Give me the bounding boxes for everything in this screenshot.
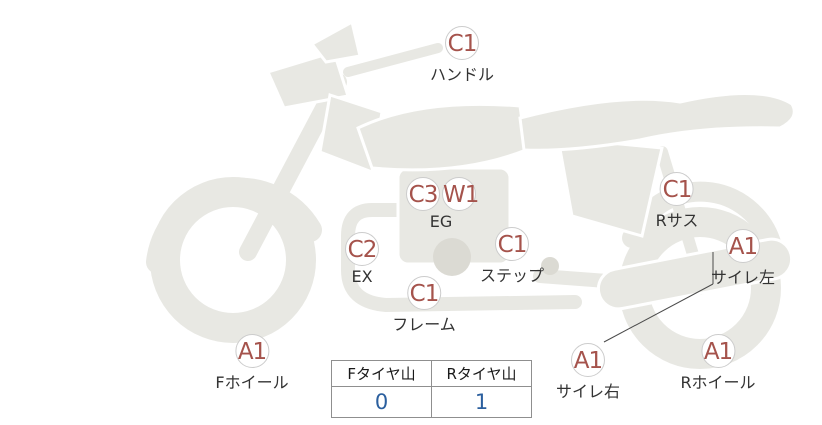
grade-badge-handle: C1 bbox=[444, 26, 479, 60]
grade-badge-exhaust: C2 bbox=[345, 232, 379, 266]
mirror-shape bbox=[309, 19, 362, 64]
grade-point-exhaust: C2 EX bbox=[345, 232, 379, 286]
grade-label-rear-suspension: Rサス bbox=[655, 211, 699, 230]
grade-badge-silencer-right: A1 bbox=[570, 343, 605, 377]
grade-label-step: ステップ bbox=[479, 266, 545, 285]
grade-badge-frame: C1 bbox=[407, 276, 441, 310]
grade-point-engine: C3 W1 EG bbox=[406, 177, 479, 231]
side-panel-shape bbox=[556, 136, 664, 238]
front-fork-shape bbox=[239, 73, 347, 261]
grade-label-front-wheel: Fホイール bbox=[215, 373, 289, 392]
seat-shape bbox=[518, 91, 796, 152]
headlight-shape bbox=[265, 50, 350, 110]
grade-badge-rear-suspension: C1 bbox=[660, 172, 694, 206]
grade-badge-silencer-left: A1 bbox=[725, 229, 760, 263]
grade-badge-rear-wheel: A1 bbox=[701, 334, 735, 368]
grade-point-front-wheel: A1 Fホイール bbox=[215, 334, 289, 393]
grade-badge-step: C1 bbox=[494, 227, 529, 261]
grade-point-silencer-left: A1 サイレ左 bbox=[711, 229, 775, 288]
front-fender-shape bbox=[146, 177, 322, 274]
grade-label-frame: フレーム bbox=[392, 315, 456, 334]
grade-point-rear-suspension: C1 Rサス bbox=[655, 172, 699, 231]
grade-point-handle: C1 ハンドル bbox=[430, 26, 494, 85]
grade-badge-front-wheel: A1 bbox=[235, 334, 269, 368]
handlebar-shape bbox=[343, 43, 443, 77]
rear-tire-tread-value: 1 bbox=[431, 386, 532, 418]
fuel-tank-shape bbox=[356, 102, 528, 172]
rear-tire-tread-header: Rタイヤ山 bbox=[431, 360, 532, 387]
front-tire-tread-value: 0 bbox=[331, 386, 432, 418]
grade-label-silencer-right: サイレ右 bbox=[555, 382, 621, 401]
grade-point-step: C1 ステップ bbox=[480, 227, 544, 286]
grade-point-rear-wheel: A1 Rホイール bbox=[680, 334, 756, 393]
grade-label-silencer-left: サイレ左 bbox=[710, 268, 776, 287]
grade-label-handle: ハンドル bbox=[429, 65, 495, 84]
grade-badge-engine-1: C3 bbox=[406, 177, 440, 211]
grade-badge-engine-2: W1 bbox=[442, 177, 479, 211]
grade-point-silencer-right: A1 サイレ右 bbox=[556, 343, 620, 402]
crankcase-shape bbox=[433, 238, 471, 276]
grade-label-rear-wheel: Rホイール bbox=[680, 373, 756, 392]
step-peg-shape bbox=[541, 257, 559, 275]
grade-label-engine: EG bbox=[429, 212, 453, 231]
grade-label-exhaust: EX bbox=[351, 267, 373, 286]
front-tire-tread-header: Fタイヤ山 bbox=[331, 360, 432, 387]
tire-tread-table: Fタイヤ山 Rタイヤ山 0 1 bbox=[331, 360, 532, 418]
pointer-line bbox=[603, 252, 714, 343]
grade-point-frame: C1 フレーム bbox=[392, 276, 456, 335]
